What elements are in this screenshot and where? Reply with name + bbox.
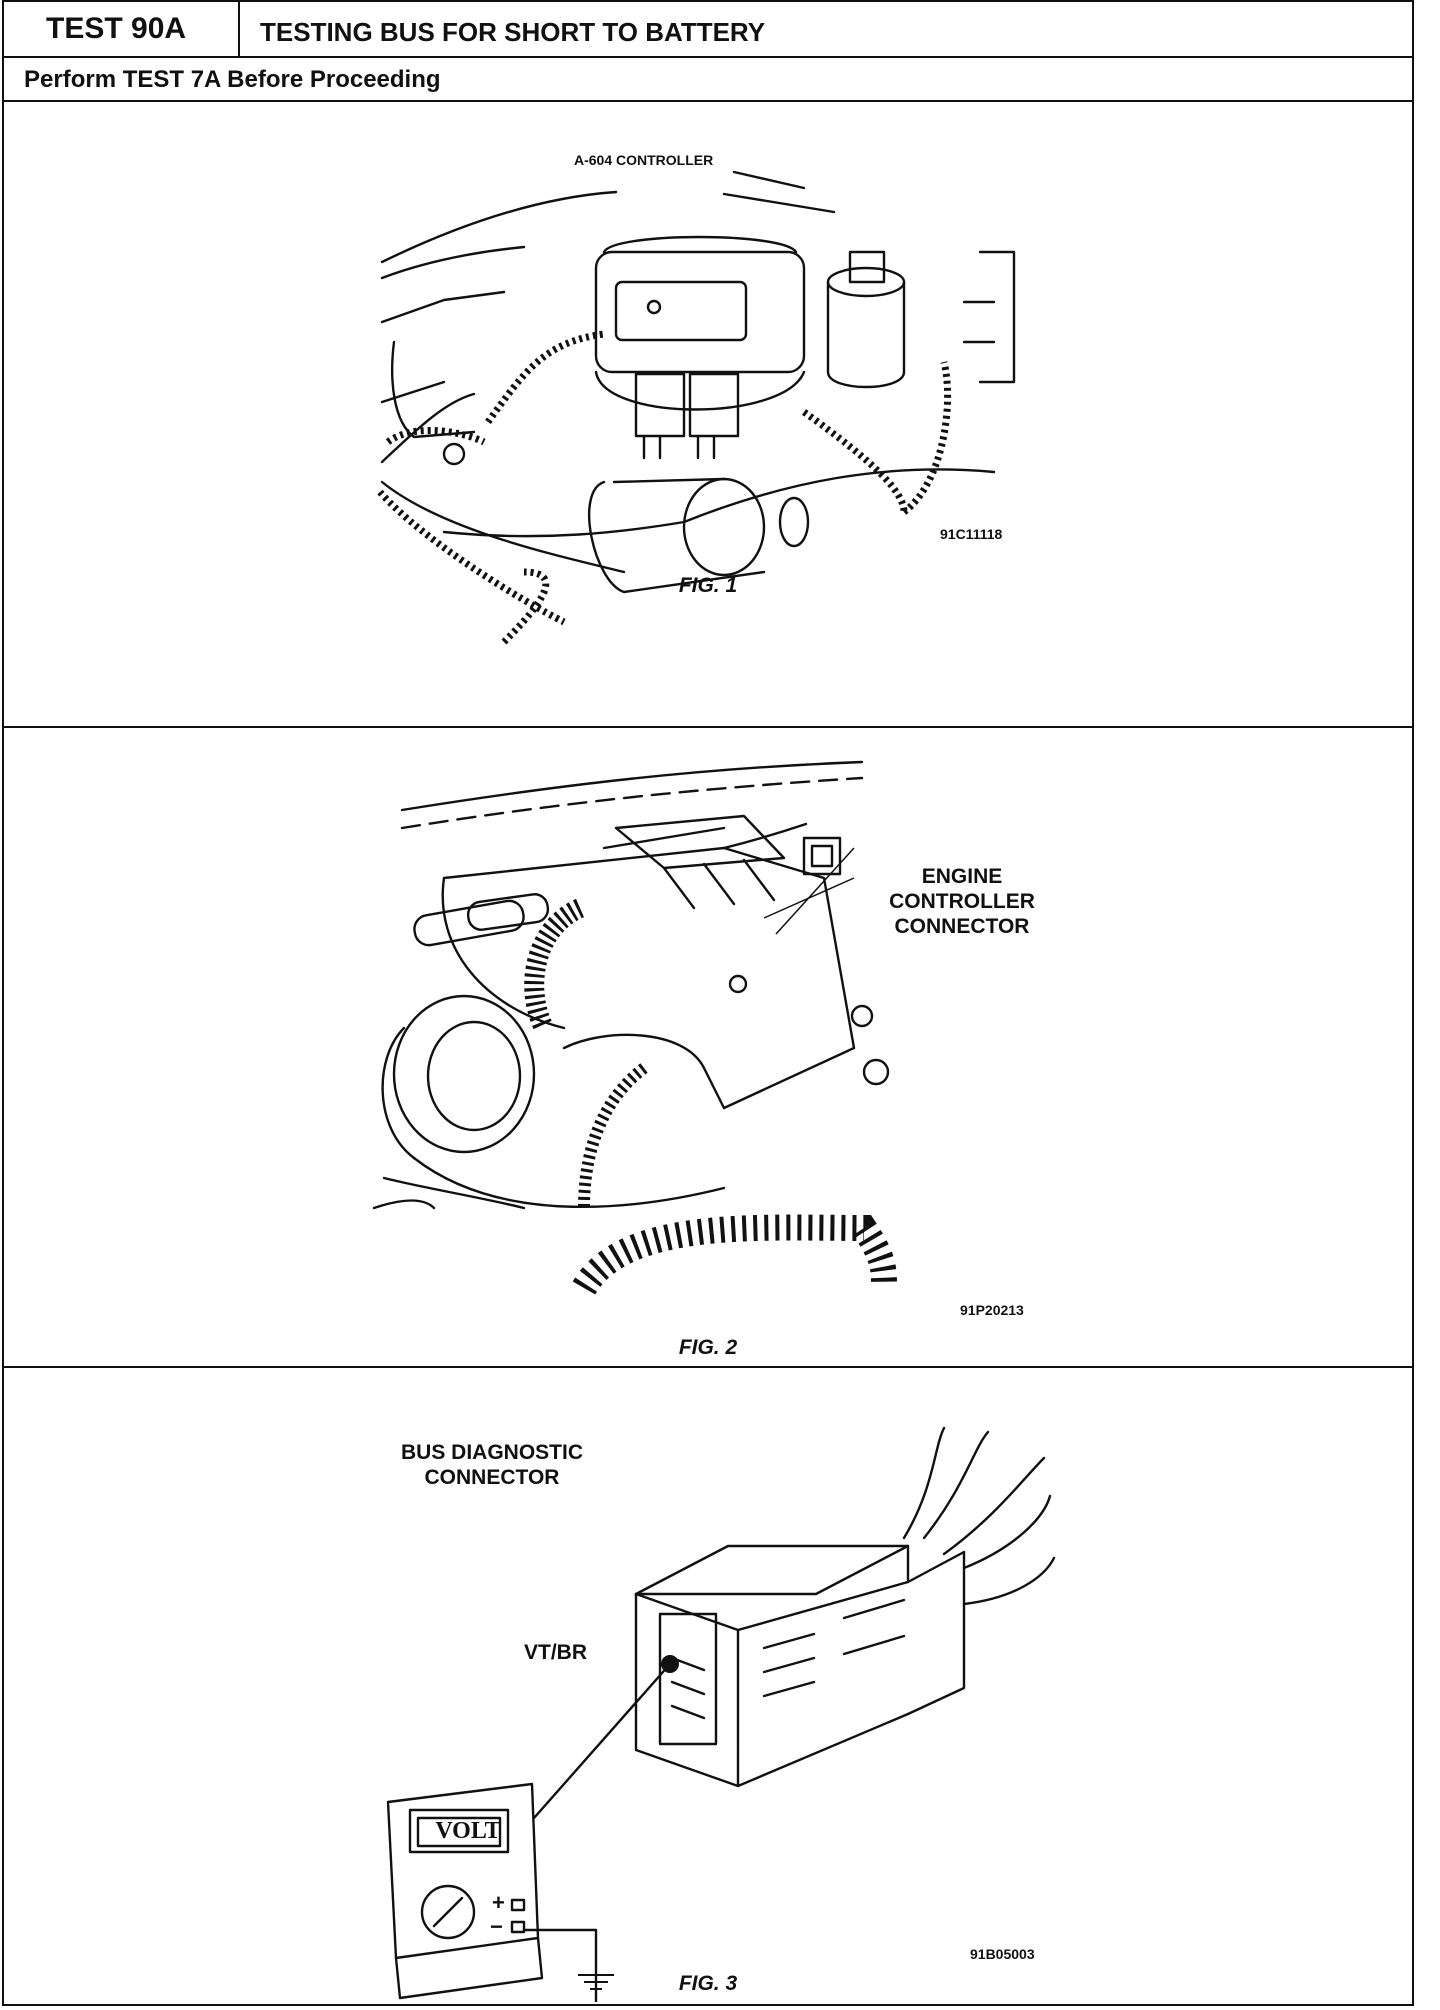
figure-1-illustration	[377, 170, 1016, 645]
figure-3-caption: FIG. 3	[678, 1972, 738, 1995]
figure-1-code: 91C11118	[940, 526, 1003, 542]
figure-3-code: 91B05003	[970, 1946, 1035, 1962]
prerequisite-note: Perform TEST 7A Before Proceeding	[4, 58, 1412, 102]
figure-3-panel: BUS DIAGNOSTIC CONNECTOR VT/BR	[4, 1368, 1412, 2004]
figure-1-label: A-604 CONTROLLER	[574, 152, 714, 168]
figure-2-illustration	[372, 760, 897, 1296]
test-header: TEST 90A TESTING BUS FOR SHORT TO BATTER…	[4, 2, 1412, 58]
label-line-1: BUS DIAGNOSTIC	[400, 1441, 583, 1464]
engine-controller-connector-label: ENGINE CONTROLLER CONNECTOR	[862, 864, 1062, 939]
figure-2-code: 91P20213	[960, 1302, 1024, 1318]
figure-2-panel: ENGINE CONTROLLER CONNECTOR 91P20213 FIG…	[4, 728, 1412, 1368]
test-title: TESTING BUS FOR SHORT TO BATTERY	[260, 17, 766, 47]
figure-3-illustration	[386, 1426, 1056, 2002]
label-line-1: ENGINE	[921, 865, 1003, 888]
figure-1-caption: FIG. 1	[678, 574, 738, 597]
meter-display: VOLT	[435, 1818, 501, 1844]
figure-1-panel: A-604 CONTROLLER	[4, 102, 1412, 728]
label-line-2: CONTROLLER	[889, 890, 1035, 913]
label-line-3: CONNECTOR	[894, 915, 1030, 938]
test-page: TEST 90A TESTING BUS FOR SHORT TO BATTER…	[2, 0, 1414, 2006]
meter-plus-terminal: +	[492, 1890, 505, 1915]
figure-2-caption: FIG. 2	[678, 1336, 738, 1359]
test-id: TEST 90A	[4, 2, 240, 56]
bus-diagnostic-connector-label: BUS DIAGNOSTIC CONNECTOR	[392, 1440, 592, 1490]
ground-symbol	[578, 1974, 614, 1994]
wire-label: VT/BR	[524, 1641, 587, 1664]
label-line-2: CONNECTOR	[424, 1466, 560, 1489]
meter-minus-terminal: −	[490, 1914, 503, 1939]
